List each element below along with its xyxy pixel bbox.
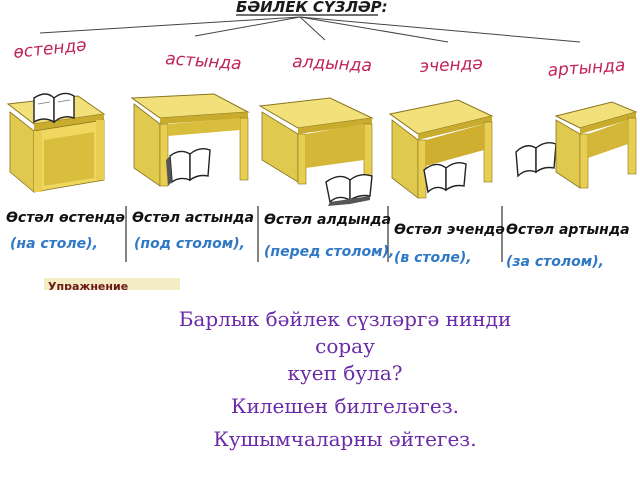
- phrase-tt-under: Өстәл астында: [132, 210, 254, 226]
- book-icon: [515, 141, 557, 178]
- book-icon: [33, 92, 75, 124]
- phrase-separators: [125, 206, 503, 262]
- desk-behind: [515, 101, 638, 189]
- question-line-2: куеп була?: [287, 361, 403, 385]
- phrase-tt-on: Өстәл өстендә: [6, 210, 125, 226]
- book-icon: [325, 173, 373, 206]
- label-echenda: эчендә: [419, 54, 483, 77]
- desk-front: [258, 97, 374, 206]
- label-astynda: астында: [165, 49, 243, 74]
- book-icon: [166, 147, 211, 186]
- desk-inside: [388, 99, 494, 199]
- illustration-canvas: БӘЙЛЕК СҮЗЛӘР: өстендә астында алдында э…: [6, 0, 638, 290]
- tree-connectors: [39, 16, 581, 43]
- book-icon: [423, 161, 467, 194]
- phrase-ru-behind: (за столом),: [506, 254, 604, 270]
- phrase-ru-under: (под столом),: [134, 236, 245, 252]
- label-aldynda: алдында: [292, 52, 373, 76]
- phrase-tt-behind: Өстәл артында: [506, 222, 630, 238]
- instruction-line-2: Кушымчаларны әйтегез.: [213, 427, 477, 451]
- phrase-ru-on: (на столе),: [10, 236, 98, 252]
- phrase-tt-front: Өстәл алдында: [264, 212, 391, 228]
- prepositions-illustration: БӘЙЛЕК СҮЗЛӘР: өстендә астында алдында э…: [6, 0, 638, 290]
- desk-on: [6, 92, 106, 193]
- question-line-1: Барлык бәйлек сүзләргә нинди сорау: [178, 307, 512, 358]
- diagram-title: БӘЙЛЕК СҮЗЛӘР:: [236, 0, 388, 16]
- exercise-strip-text: Упражнение: [48, 280, 128, 290]
- label-artynda: артында: [547, 56, 626, 81]
- instruction-line-1: Килешен билгеләгез.: [231, 394, 459, 418]
- phrase-ru-front: (перед столом),: [264, 244, 394, 260]
- questions-block: Барлык бәйлек сүзләргә нинди сорау куеп …: [150, 306, 540, 453]
- label-ostenda: өстендә: [12, 35, 87, 63]
- phrase-ru-inside: (в столе),: [394, 250, 472, 266]
- exercise-strip: [44, 278, 180, 290]
- phrase-tt-inside: Өстәл эчендә: [394, 222, 505, 238]
- desk-under: [130, 93, 250, 187]
